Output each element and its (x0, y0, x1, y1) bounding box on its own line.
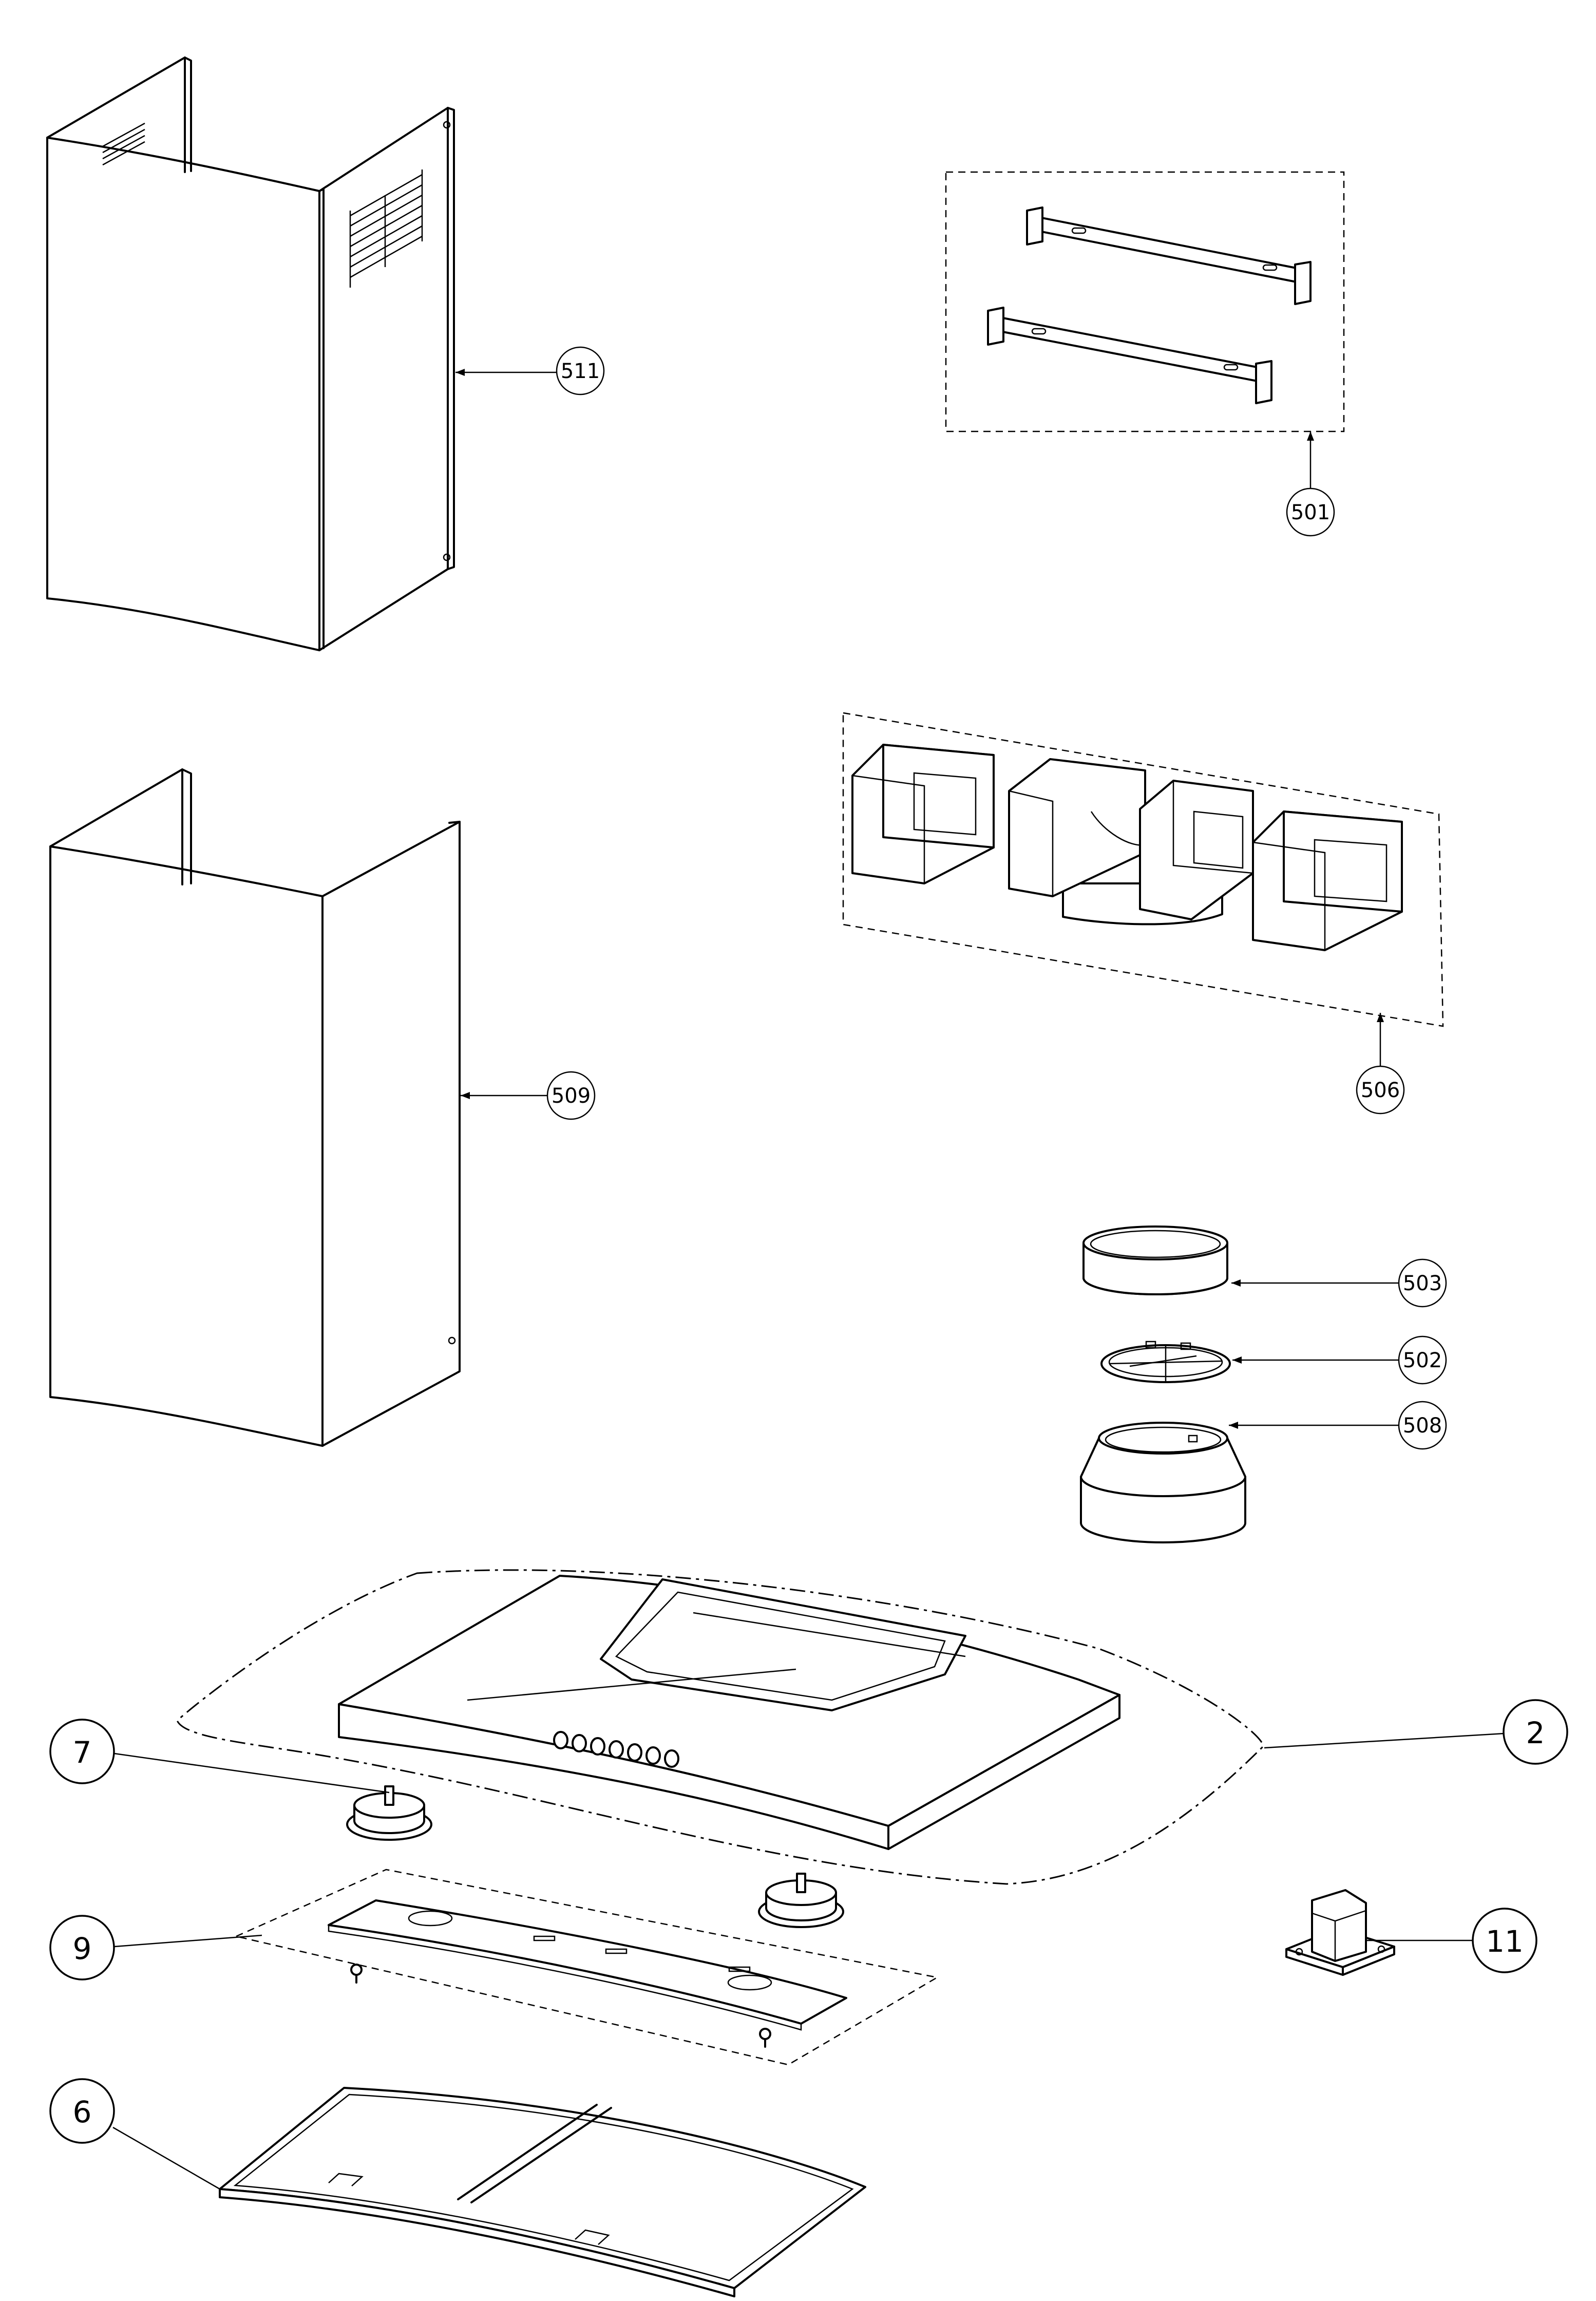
callout-11-label: 11 (1486, 1924, 1524, 1959)
duct-collar (1080, 1422, 1246, 1543)
callout-7-label: 7 (73, 1735, 92, 1770)
callout-6-label: 6 (73, 2095, 92, 2129)
callout-501-label: 501 (1291, 501, 1330, 524)
callout-501 (1286, 487, 1335, 537)
rear-vent-slots (102, 122, 145, 166)
callout-7 (49, 1719, 115, 1784)
screw-2 (759, 2028, 771, 2048)
duct-kit-boundary (842, 712, 1444, 1027)
callout-9 (49, 1915, 115, 1981)
chimney-brackets (987, 206, 1312, 404)
duct-ring (1082, 1225, 1228, 1295)
screw (350, 1964, 363, 1984)
upper-chimney-cover (46, 56, 455, 651)
side-vent-slots (349, 169, 423, 288)
leader-9 (113, 1934, 262, 1948)
callout-2 (1503, 1699, 1568, 1765)
callout-511-label: 511 (561, 360, 600, 383)
transformer (1285, 1889, 1395, 1976)
duct-adapter-kit (851, 744, 1403, 951)
callout-509 (546, 1071, 596, 1120)
callout-508-label: 508 (1403, 1414, 1442, 1438)
callout-502 (1398, 1335, 1447, 1385)
callout-509-label: 509 (552, 1084, 591, 1108)
damper (1100, 1341, 1231, 1383)
callout-503-label: 503 (1403, 1272, 1442, 1295)
grease-filter (219, 2087, 866, 2297)
callout-503 (1398, 1258, 1447, 1308)
callout-6 (49, 2078, 115, 2144)
light-panel-boundary (234, 1869, 939, 2066)
glass-canopy-outline (176, 1569, 1264, 1885)
hood-body (338, 1575, 1120, 1850)
callout-11 (1472, 1908, 1537, 1973)
bracket-kit-boundary (945, 171, 1345, 432)
light-panel (328, 1899, 847, 2031)
leader-6 (112, 2126, 220, 2190)
control-buttons (553, 1731, 679, 1768)
callout-506 (1356, 1065, 1405, 1115)
callout-511 (556, 346, 605, 395)
callout-502-label: 502 (1403, 1349, 1442, 1372)
callout-2-label: 2 (1526, 1715, 1545, 1750)
callout-508 (1398, 1401, 1447, 1450)
leader-7 (106, 1751, 390, 1794)
halogen-light (346, 1785, 432, 1841)
callout-9-label: 9 (73, 1931, 92, 1966)
halogen-light-2 (758, 1873, 844, 1928)
lower-chimney-cover (49, 768, 461, 1447)
callout-506-label: 506 (1361, 1079, 1400, 1102)
leader-2 (1264, 1732, 1505, 1749)
